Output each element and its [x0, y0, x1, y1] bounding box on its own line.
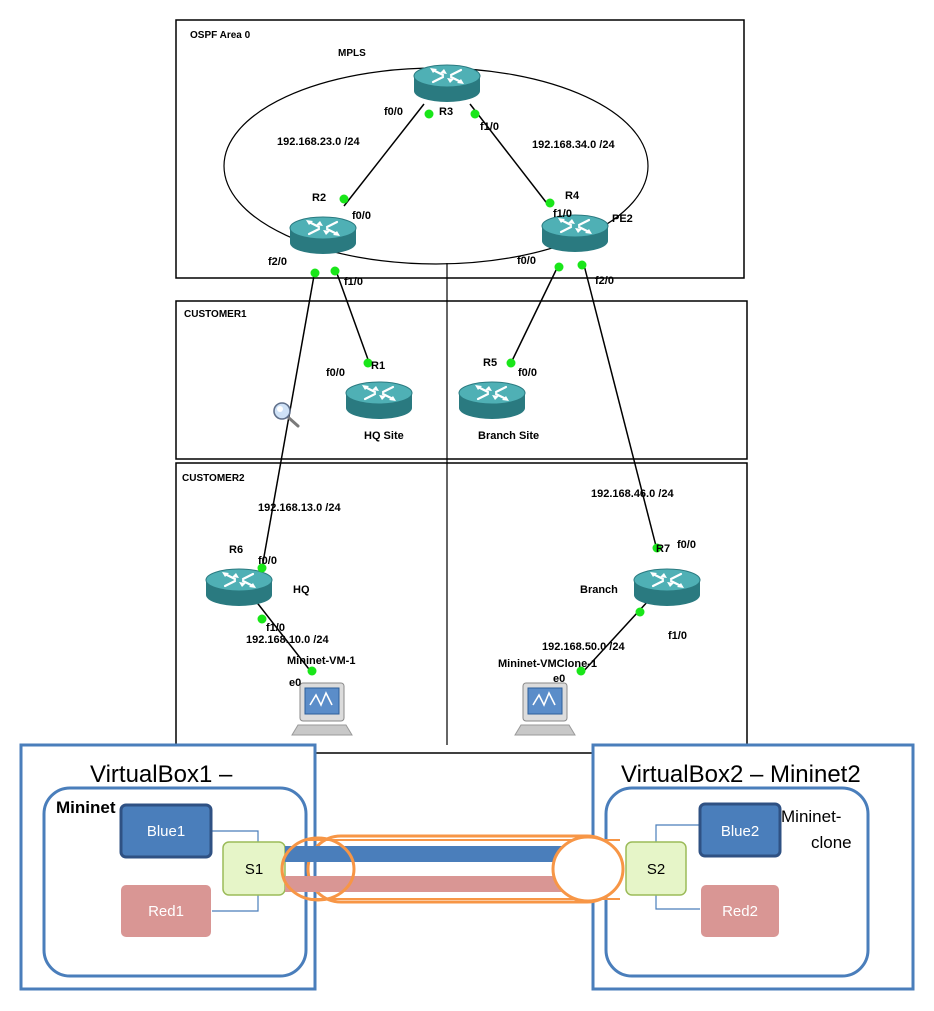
r2-f10-label: f1/0	[344, 276, 363, 288]
interface-dots	[257, 109, 662, 676]
router-r5-label: R5	[483, 357, 497, 369]
r6-f00-label: f0/0	[258, 555, 277, 567]
tunnel-right-mouth	[551, 835, 625, 903]
link-r3-r2	[343, 103, 425, 207]
router-r2-icon[interactable]	[288, 215, 358, 256]
router-r5-icon[interactable]	[457, 380, 527, 421]
r1-f00-label: f0/0	[326, 367, 345, 379]
r5-f00-label: f0/0	[518, 367, 537, 379]
r6-f10-label: f1/0	[266, 622, 285, 634]
router-r3-label: R3	[439, 106, 453, 118]
r7-f00-label: f0/0	[677, 539, 696, 551]
customer1-label: CUSTOMER1	[184, 309, 247, 320]
red2-s2-link	[655, 893, 700, 910]
blue1-s1-link	[212, 830, 259, 845]
customer2-label: CUSTOMER2	[182, 473, 245, 484]
blue-vlan-tunnel	[285, 846, 585, 862]
router-r3-icon[interactable]	[412, 63, 482, 104]
mininet-vm1-computer-icon[interactable]	[291, 682, 353, 736]
blue2-s2-link	[655, 824, 700, 845]
router-r2-label: R2	[312, 192, 326, 204]
router-r1-label: R1	[371, 360, 385, 372]
router-r1-icon[interactable]	[344, 380, 414, 421]
router-pe2-label: PE2	[612, 213, 633, 225]
router-r7-icon[interactable]	[632, 567, 702, 608]
hq-label: HQ	[293, 584, 310, 596]
link-r4-r7	[583, 264, 658, 551]
red2-node[interactable]	[701, 885, 779, 937]
branch-label: Branch	[580, 584, 618, 596]
blue1-node[interactable]	[119, 803, 213, 859]
red2-label: Red2	[722, 903, 758, 920]
customer2-box	[175, 462, 748, 754]
customer1-box	[175, 300, 748, 460]
vm1-name-label: Mininet-VM-1	[287, 655, 355, 667]
blue2-node[interactable]	[698, 802, 782, 858]
magnifier-icon[interactable]	[273, 402, 300, 428]
links	[254, 103, 658, 675]
ospf-area-box	[175, 19, 745, 279]
red1-label: Red1	[148, 903, 184, 920]
link-r6-vm1	[254, 599, 313, 674]
s2-label: S2	[647, 861, 665, 878]
subnet-34-label: 192.168.34.0 /24	[532, 139, 615, 151]
red1-node[interactable]	[121, 885, 211, 937]
r3-f00-label: f0/0	[384, 106, 403, 118]
red-vlan-tunnel	[285, 876, 585, 892]
r4-f20-label: f2/0	[595, 275, 614, 287]
subnet-13-label: 192.168.13.0 /24	[258, 502, 341, 514]
branch-site-label: Branch Site	[478, 430, 539, 442]
mininet1-label: Mininet	[56, 798, 116, 817]
r2-f00-label: f0/0	[352, 210, 371, 222]
tunnel-left-mouth	[280, 836, 356, 902]
subnet-23-label: 192.168.23.0 /24	[277, 136, 360, 148]
router-r6-icon[interactable]	[204, 567, 274, 608]
virtualbox2-title: VirtualBox2 – Mininet2	[621, 761, 861, 788]
red1-s1-link	[212, 893, 259, 912]
router-r4-icon[interactable]	[540, 213, 610, 254]
vm2-name-label: Mininet-VMClone-1	[498, 658, 597, 670]
s2-switch[interactable]	[625, 841, 687, 896]
r3-f10-label: f1/0	[480, 121, 499, 133]
hq-site-label: HQ Site	[364, 430, 404, 442]
subnet-46-label: 192.168.46.0 /24	[591, 488, 674, 500]
blue1-label: Blue1	[147, 823, 185, 840]
mininet-vmclone1-computer-icon[interactable]	[514, 682, 576, 736]
r4-f00-label: f0/0	[517, 255, 536, 267]
vm1-e0-label: e0	[289, 677, 301, 689]
router-r6-label: R6	[229, 544, 243, 556]
r4-f10-label: f1/0	[553, 208, 572, 220]
r7-f10-label: f1/0	[668, 630, 687, 642]
mininet2-label-line2: clone	[811, 833, 852, 852]
subnet-50-label: 192.168.50.0 /24	[542, 641, 625, 653]
s1-switch[interactable]	[222, 841, 286, 896]
mpls-label: MPLS	[338, 48, 366, 59]
router-r7-label: R7	[656, 543, 670, 555]
mininet2-label-line1: Mininet-	[781, 807, 841, 826]
link-r2-r1	[334, 267, 371, 366]
vm2-e0-label: e0	[553, 673, 565, 685]
r2-f20-label: f2/0	[268, 256, 287, 268]
ospf-area-label: OSPF Area 0	[190, 30, 251, 41]
virtualbox1-title: VirtualBox1 –	[90, 761, 233, 788]
router-r4-label: R4	[565, 190, 580, 202]
blue2-label: Blue2	[721, 823, 759, 840]
s1-label: S1	[245, 861, 263, 878]
link-r4-r5	[509, 263, 560, 366]
subnet-10-label: 192.168.10.0 /24	[246, 634, 329, 646]
link-r3-r4	[469, 103, 550, 207]
